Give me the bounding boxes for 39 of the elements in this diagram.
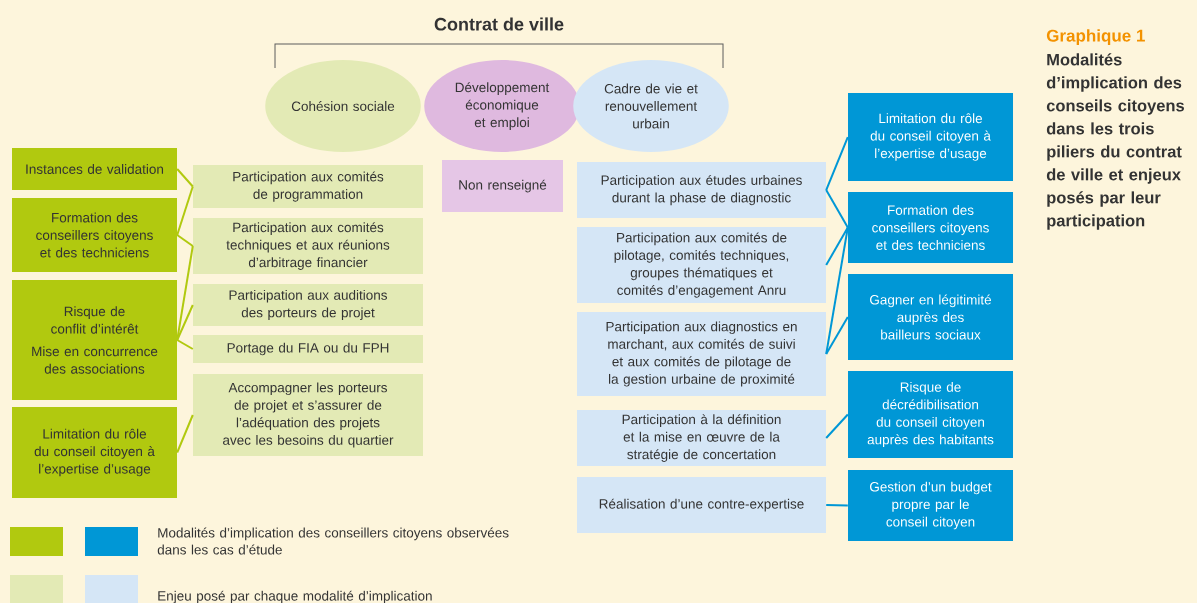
issue-box: Non renseigné bbox=[442, 160, 563, 212]
modality-box: Limitation du rôle du conseil citoyen à l’expertise d’usage bbox=[12, 407, 177, 498]
modality-box: Risque de conflit d’intérêt Mise en concurrence des associations bbox=[12, 280, 177, 400]
connector-line bbox=[825, 189, 849, 229]
modality-box: Gagner en légitimité auprès des bailleurs sociaux bbox=[848, 274, 1013, 360]
connector-line bbox=[825, 504, 849, 507]
connector-line bbox=[176, 339, 194, 350]
issue-box: Participation aux comités techniques et aux réunions d’arbitrage financier bbox=[193, 218, 423, 274]
modality-box: Formation des conseillers citoyens et des techniciens bbox=[848, 192, 1013, 263]
connector-line bbox=[825, 226, 849, 355]
connector-line bbox=[176, 168, 194, 188]
modality-box: Gestion d’un budget propre par le conseil citoyen bbox=[848, 470, 1013, 541]
legend-text: Enjeu posé par chaque modalité d’implication bbox=[158, 590, 432, 603]
legend-text: Modalités d’implication des conseillers citoyens observées dans les cas d’étude bbox=[157, 527, 509, 555]
modality-box: Instances de validation bbox=[12, 148, 177, 190]
issue-box: Participation aux études urbaines durant la phase de diagnostic bbox=[577, 162, 826, 218]
connector-line bbox=[176, 245, 194, 341]
issue-box: Participation à la définition et la mise en œuvre de la stratégie de concertation bbox=[577, 410, 826, 466]
diagram-title: Contrat de ville bbox=[434, 17, 564, 31]
modality-box: Formation des conseillers citoyens et des techniciens bbox=[12, 198, 177, 272]
issue-box: Participation aux comités de programmation bbox=[193, 165, 423, 208]
modality-box: Limitation du rôle du conseil citoyen à l’expertise d’usage bbox=[848, 93, 1013, 181]
issue-box: Portage du FIA ou du FPH bbox=[193, 335, 423, 363]
connector-line bbox=[825, 226, 849, 266]
connector-line bbox=[176, 185, 194, 236]
issue-box: Accompagner les porteurs de projet et s’assurer de l’adéquation des projets avec les besoins du quartier bbox=[193, 374, 423, 456]
connector-line bbox=[176, 414, 194, 454]
figure-caption: Modalités d’implication des conseils citoyens dans les trois piliers du contrat de ville et enjeux posés par leur participation bbox=[1046, 53, 1184, 230]
modality-box: Risque de décrédibilisation du conseil citoyen auprès des habitants bbox=[848, 371, 1013, 458]
issue-box: Participation aux diagnostics en marchant, aux comités de suivi et aux comités de pilotage de la gestion urbaine de proximité bbox=[577, 312, 826, 396]
connector-line bbox=[825, 413, 849, 439]
figure-number: Graphique 1 bbox=[1046, 29, 1145, 46]
connector-line bbox=[825, 136, 849, 191]
connector-line bbox=[176, 304, 194, 341]
connector-line bbox=[825, 316, 849, 355]
issue-box: Réalisation d’une contre-expertise bbox=[577, 477, 826, 533]
issue-box: Participation aux comités de pilotage, comités techniques, groupes thématiques et comités d’engagement Anru bbox=[577, 227, 826, 303]
connector-line bbox=[176, 234, 194, 247]
issue-box: Participation aux auditions des porteurs de projet bbox=[193, 284, 423, 326]
